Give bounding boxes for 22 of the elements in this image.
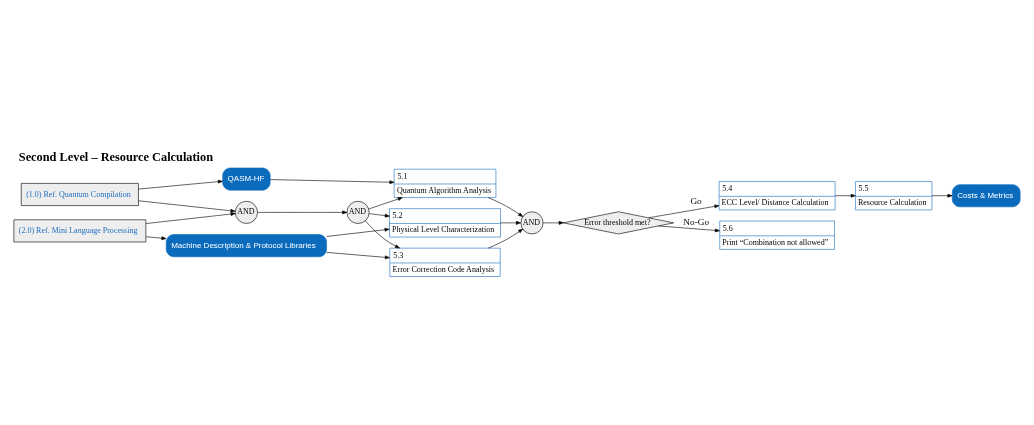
arrow xyxy=(500,220,521,225)
edge-label: No-Go xyxy=(683,216,710,227)
edge-label: Go xyxy=(690,195,702,206)
arrow xyxy=(326,227,390,237)
arrow xyxy=(138,179,223,189)
arrow xyxy=(257,210,348,214)
arrow xyxy=(648,204,720,218)
arrow xyxy=(368,196,403,209)
arrow xyxy=(834,193,856,198)
arrow xyxy=(368,212,390,217)
arrow xyxy=(658,225,720,232)
arrow xyxy=(488,228,524,248)
diagram-title: Second Level – Resource Calculation xyxy=(18,149,214,164)
arrow xyxy=(542,220,564,225)
arrow xyxy=(326,251,390,259)
arrow xyxy=(145,211,236,224)
arrow xyxy=(488,196,524,217)
arrow xyxy=(269,178,395,184)
arrow xyxy=(931,193,953,198)
arrow xyxy=(145,235,167,240)
arrow xyxy=(138,199,236,213)
arrow xyxy=(365,220,400,248)
